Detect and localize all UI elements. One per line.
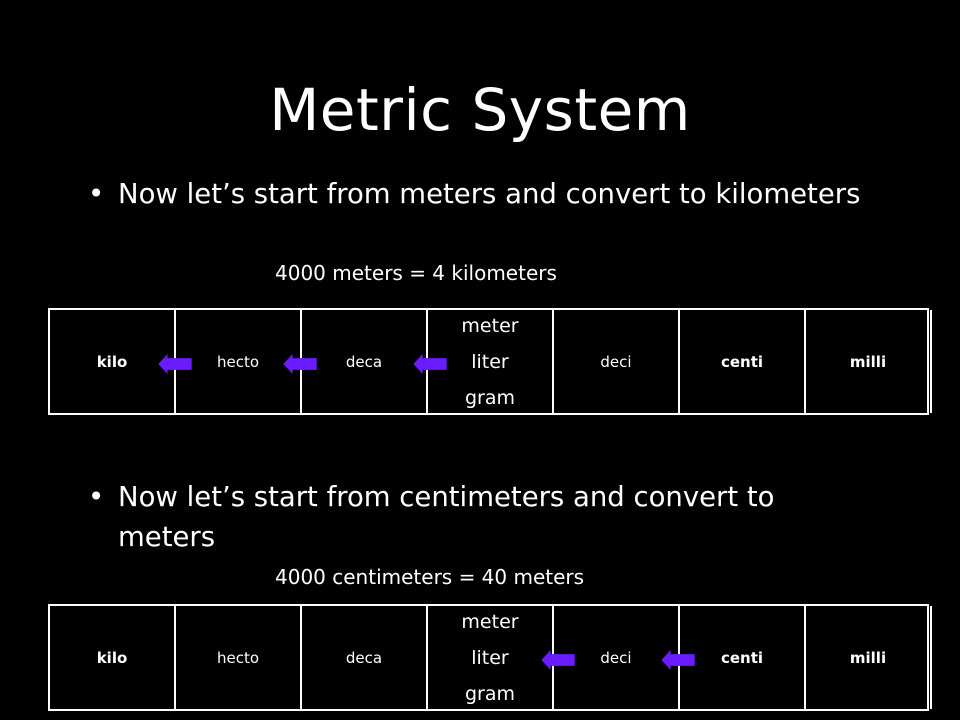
cell-centi: centi — [680, 310, 806, 413]
base-unit-meter: meter — [461, 314, 519, 337]
base-unit-gram: gram — [464, 386, 516, 409]
cell-deci: deci — [554, 310, 680, 413]
left-arrow-icon — [158, 353, 192, 374]
base-unit-liter: liter — [471, 646, 509, 669]
cell-centi: centi — [680, 606, 806, 709]
cell-milli: milli — [806, 310, 932, 413]
left-arrow-icon — [541, 649, 575, 670]
cell-kilo: kilo — [50, 606, 176, 709]
bullet-text-line2: meters — [118, 521, 216, 553]
example-meters-to-km: 4000 meters = 4 kilometers — [275, 261, 557, 285]
cell-milli: milli — [806, 606, 932, 709]
base-unit-gram: gram — [464, 682, 516, 705]
base-unit-meter: meter — [461, 610, 519, 633]
example-cm-to-meters: 4000 centimeters = 40 meters — [275, 565, 585, 589]
slide-title: Metric System — [269, 76, 691, 144]
bullet-dot: • — [88, 481, 105, 513]
left-arrow-icon — [283, 353, 317, 374]
prefix-table-meters-to-km: kilo hecto deca meter liter gram deci ce… — [48, 308, 932, 415]
cell-deca: deca — [302, 606, 428, 709]
cell-base-units: meter liter gram — [428, 310, 554, 413]
bullet-text: Now let’s start from meters and convert … — [118, 178, 861, 210]
left-arrow-icon — [413, 353, 447, 374]
cell-base-units: meter liter gram — [428, 606, 554, 709]
cell-hecto: hecto — [176, 606, 302, 709]
left-arrow-icon — [661, 649, 695, 670]
bullet-dot: • — [88, 178, 105, 210]
base-unit-liter: liter — [471, 350, 509, 373]
bullet-text: Now let’s start from centimeters and con… — [118, 481, 775, 513]
prefix-table-cm-to-meters: kilo hecto deca meter liter gram deci ce… — [48, 604, 932, 711]
